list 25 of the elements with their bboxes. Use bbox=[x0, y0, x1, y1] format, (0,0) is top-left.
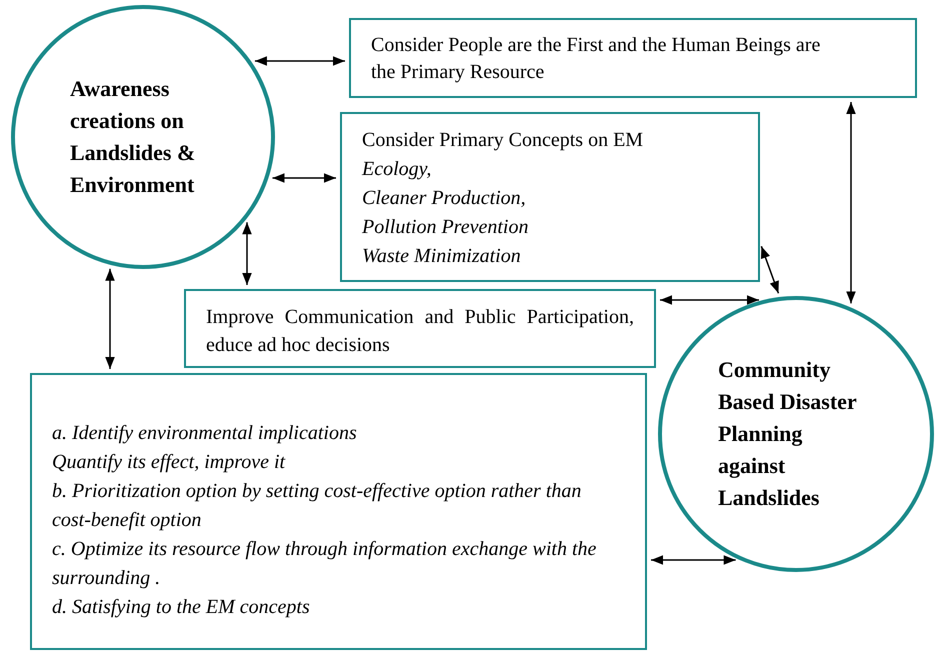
double-arrow bbox=[660, 295, 760, 305]
double-arrow bbox=[254, 56, 345, 66]
process-box bbox=[349, 18, 917, 98]
node-text: Ecology, bbox=[362, 157, 432, 182]
node-text: a. Identify environmental implications bbox=[52, 421, 358, 446]
double-arrow bbox=[272, 173, 336, 183]
process-box bbox=[340, 112, 760, 282]
node-text: c. Optimize its resource flow through information exchange with the surrounding . bbox=[52, 537, 598, 591]
node-text: Cleaner Production, bbox=[362, 186, 527, 211]
double-arrow bbox=[242, 222, 252, 285]
node-text: Community Based Disaster Planning against Landslides bbox=[718, 356, 858, 512]
double-arrow bbox=[105, 268, 115, 369]
node-text: Improve Communication and Public Participation, educe ad hoc decisions bbox=[206, 305, 634, 358]
double-arrow bbox=[760, 246, 780, 294]
node-text: Waste Minimization bbox=[362, 244, 522, 269]
node-text: d. Satisfying to the EM concepts bbox=[52, 595, 311, 620]
node-text: Consider Primary Concepts on EM bbox=[362, 128, 644, 153]
process-box bbox=[30, 373, 647, 650]
double-arrow bbox=[651, 555, 736, 565]
node-text: Quantify its effect, improve it bbox=[52, 450, 286, 475]
node-text: Awareness creations on Landslides & Environment bbox=[70, 75, 196, 199]
process-box bbox=[184, 289, 656, 368]
node-text: Pollution Prevention bbox=[362, 215, 530, 240]
double-arrow bbox=[846, 102, 856, 304]
node-text: Consider People are the First and the Human Beings are the Primary Resource bbox=[371, 33, 822, 85]
